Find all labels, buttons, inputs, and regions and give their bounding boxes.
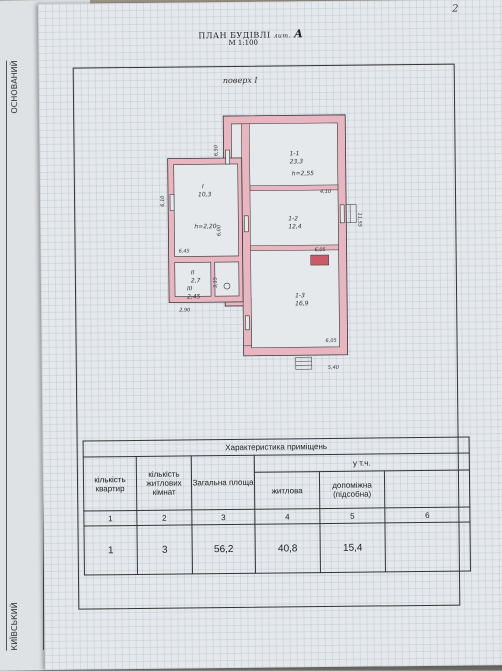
col-num-4: 4	[255, 509, 320, 525]
dim-6: 6,10	[160, 196, 166, 207]
col-num-2: 2	[137, 510, 192, 526]
underlying-text-2: ОСНОВАНИЙ	[10, 60, 30, 113]
room-II-number: II	[191, 269, 195, 276]
header-aux: допоміжна (підсобна)	[319, 471, 384, 509]
room-I-number: I	[202, 183, 204, 190]
value-living: 40,8	[255, 524, 321, 574]
header-rooms: кількість житлових кімнат	[136, 456, 192, 511]
room-I-height: h=2,20	[194, 223, 216, 230]
dim-7: 6,50	[213, 145, 219, 156]
dim-10: 2,90	[179, 307, 190, 313]
value-aux: 15,4	[320, 523, 386, 573]
room-II-area: 2,7	[191, 277, 201, 284]
dim-5: 11,55	[356, 213, 362, 227]
value-flats: 1	[84, 525, 138, 575]
header-flats: кількість квартир	[83, 456, 137, 511]
room-1-2-number: 1-2	[288, 215, 298, 222]
underlying-page-text: КИЇВСЬКИЙ ОСНОВАНИЙ	[10, 60, 30, 650]
value-blank	[385, 522, 471, 572]
col-num-1: 1	[84, 510, 137, 526]
value-rooms: 3	[137, 525, 193, 575]
col-num-5: 5	[320, 508, 385, 524]
floor-plan: поверх І	[73, 64, 457, 433]
room-1-2-area: 12,4	[288, 223, 302, 230]
dim-3: 6,05	[326, 338, 337, 344]
dim-11: 3,15	[213, 277, 219, 288]
characteristics-table: Характеристика приміщень кількість кварт…	[83, 437, 471, 576]
header-living: житлова	[254, 472, 319, 510]
room-III-area: 2,45	[187, 293, 201, 300]
dim-1: 4,10	[320, 189, 331, 195]
plan-title-lit-label: лит.	[274, 32, 291, 39]
room-1-1-area: 23,3	[290, 158, 304, 165]
underlying-text-1: КИЇВСЬКИЙ	[10, 602, 30, 651]
room-1-3-area: 16,9	[295, 300, 309, 307]
room-1-1-height: h=2,55	[292, 170, 314, 177]
dim-9: 6,45	[179, 248, 190, 254]
room-III-number: III	[187, 285, 193, 292]
plan-title-lit-value: А	[294, 27, 304, 40]
header-total: Загальна площа	[191, 455, 255, 510]
floor-plan-drawing: 1-1 23,3 h=2,55 1-2 12,4 1-3 16,9 I 10,3…	[73, 64, 457, 428]
document-page: 2 ПЛАН БУДІВЛІ лит. А М 1:100 поверх І	[38, 0, 502, 670]
room-I-area: 10,3	[198, 191, 212, 198]
value-total: 56,2	[192, 524, 256, 574]
header-blank	[384, 470, 469, 508]
col-num-3: 3	[192, 509, 255, 525]
floor-label: поверх І	[223, 76, 258, 85]
dim-4: 5,40	[328, 365, 339, 371]
page-number: 2	[452, 4, 458, 15]
stove	[311, 255, 329, 265]
dim-2: 6,05	[315, 247, 326, 253]
room-1-3-number: 1-3	[295, 292, 305, 299]
col-num-6: 6	[385, 507, 470, 523]
room-1-1-number: 1-1	[290, 150, 300, 157]
plan-scale: М 1:100	[228, 39, 258, 47]
dim-8: 6,00	[216, 225, 222, 236]
